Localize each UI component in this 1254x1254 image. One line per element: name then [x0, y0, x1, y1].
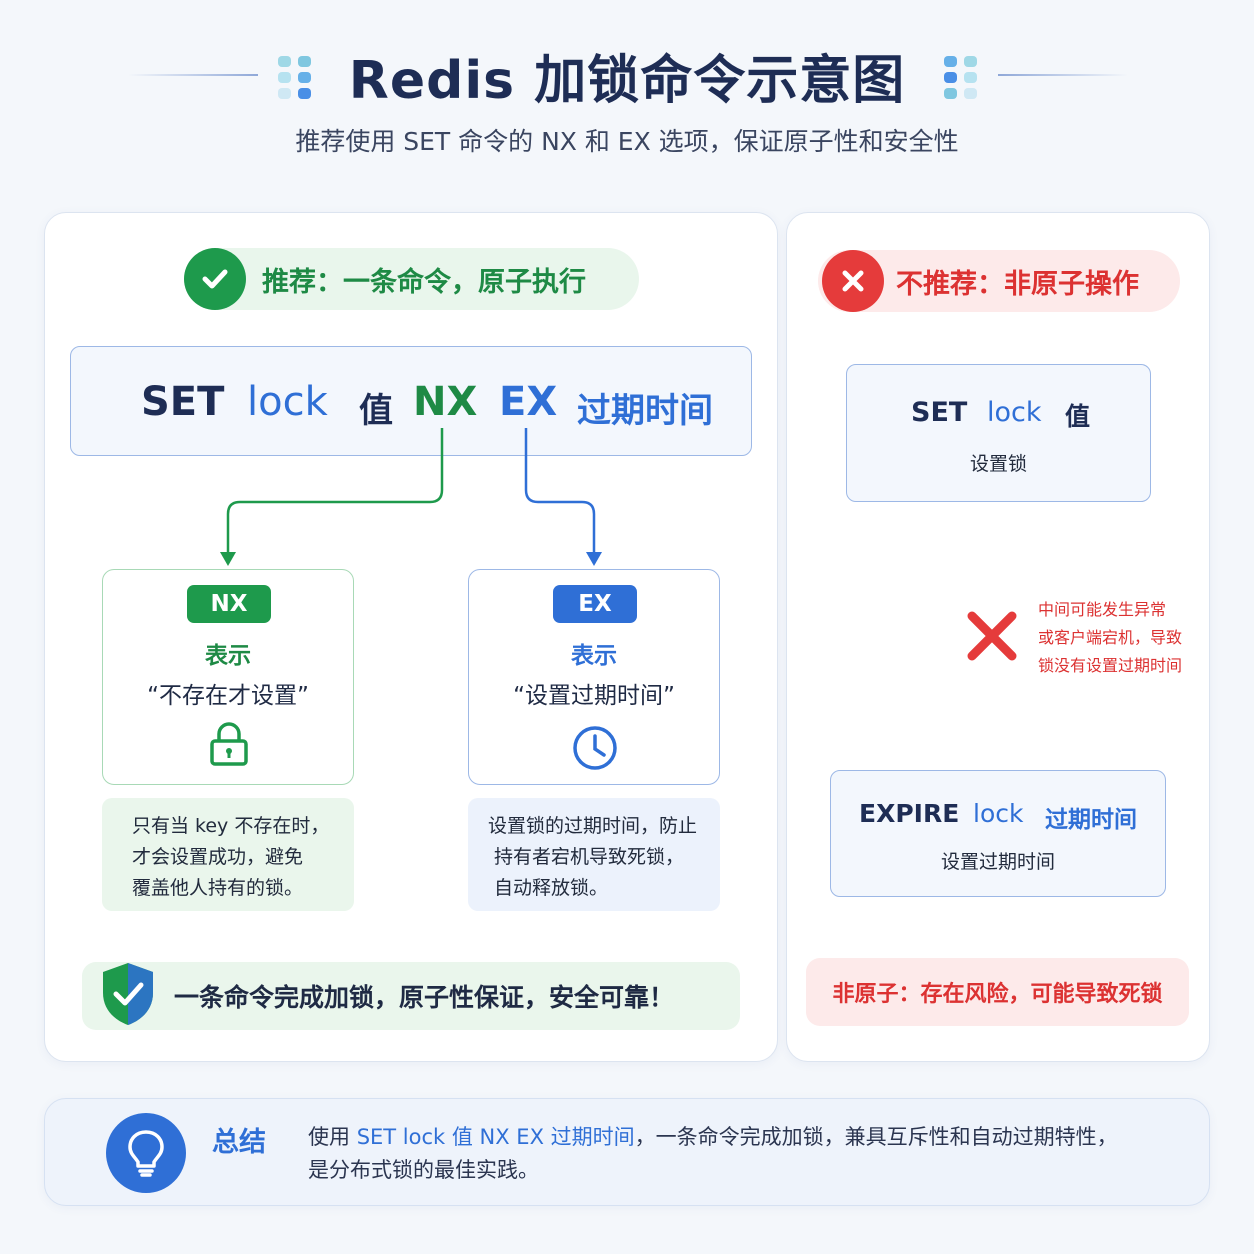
step1-value: 值 [1065, 402, 1091, 431]
recommended-badge-label: 推荐：一条命令，原子执行 [262, 266, 586, 298]
recommended-badge: 推荐：一条命令，原子执行 [184, 248, 639, 310]
ex-tag: EX [553, 585, 637, 623]
step2-keyword-expire: EXPIRE [859, 799, 960, 828]
title-decoration-line-left [128, 74, 258, 76]
ex-card: EX 表示 “设置过期时间” [468, 569, 720, 785]
atomic-command-box: SET lock 值 NX EX 过期时间 [70, 346, 752, 456]
command-option-ex: EX [499, 379, 558, 425]
step1-label: 设置锁 [969, 453, 1027, 475]
page-subtitle: 推荐使用 SET 命令的 NX 和 EX 选项，保证原子性和安全性 [295, 127, 959, 156]
command-option-nx: NX [413, 379, 478, 425]
summary-highlight-command: SET lock 值 NX EX 过期时间 [356, 1125, 635, 1149]
step1-key-lock: lock [987, 397, 1042, 428]
lock-icon [209, 722, 249, 770]
ex-note-line-3: 自动释放锁。 [494, 877, 609, 899]
step1-keyword-set: SET [911, 397, 968, 428]
lightbulb-icon [106, 1113, 186, 1193]
check-circle-icon [184, 248, 246, 310]
nx-arrowhead [220, 552, 236, 566]
command-value: 值 [359, 391, 393, 431]
ex-note: 设置锁的过期时间，防止 持有者宕机导致死锁， 自动释放锁。 [468, 798, 720, 911]
set-command-box: SET lock 值 设置锁 [846, 364, 1151, 502]
ex-note-line-1: 设置锁的过期时间，防止 [488, 815, 698, 837]
summary-line-1: 使用 SET lock 值 NX EX 过期时间，一条命令完成加锁，兼具互斥性和… [308, 1121, 1188, 1154]
nx-note-line-3: 覆盖他人持有的锁。 [132, 877, 304, 899]
step2-label: 设置过期时间 [940, 851, 1055, 873]
not-recommended-footer-text: 非原子：存在风险，可能导致死锁 [832, 982, 1163, 1007]
summary-prefix: 使用 [308, 1125, 357, 1149]
warning-line-1: 中间可能发生异常 [1038, 600, 1167, 619]
nx-note-line-1: 只有当 key 不存在时， [132, 815, 330, 837]
summary-title: 总结 [212, 1127, 266, 1158]
summary-text: 使用 SET lock 值 NX EX 过期时间，一条命令完成加锁，兼具互斥性和… [308, 1121, 1188, 1187]
step2-key-lock: lock [973, 799, 1024, 828]
clock-icon [572, 725, 618, 775]
shield-check-icon [100, 961, 156, 1031]
nx-card: NX 表示 “不存在才设置” [102, 569, 354, 785]
ex-arrowhead [586, 552, 602, 566]
not-recommended-badge: 不推荐：非原子操作 [818, 250, 1180, 312]
x-circle-icon [822, 250, 884, 312]
not-recommended-footer: 非原子：存在风险，可能导致死锁 [806, 958, 1189, 1026]
command-keyword-set: SET [141, 379, 225, 425]
page-title: Redis 加锁命令示意图 [348, 51, 906, 111]
nx-note: 只有当 key 不存在时， 才会设置成功，避免 覆盖他人持有的锁。 [102, 798, 354, 911]
nx-connector-arrow [226, 428, 444, 556]
title-decoration-line-right [998, 74, 1128, 76]
ex-note-line-2: 持有者宕机导致死锁， [494, 846, 685, 868]
ex-meaning-label: 表示 [571, 643, 617, 669]
dots-decoration-right [944, 56, 978, 100]
nx-note-line-2: 才会设置成功，避免 [132, 846, 304, 868]
warning-line-3: 锁没有设置过期时间 [1038, 656, 1183, 675]
not-recommended-badge-label: 不推荐：非原子操作 [896, 268, 1139, 300]
summary-line-2: 是分布式锁的最佳实践。 [308, 1158, 539, 1182]
warning-x-icon [964, 608, 1020, 668]
nx-description: “不存在才设置” [147, 683, 309, 709]
step2-expire-time: 过期时间 [1045, 807, 1137, 833]
ex-connector-arrow [524, 428, 596, 556]
recommended-footer: 一条命令完成加锁，原子性保证，安全可靠！ [82, 962, 740, 1030]
nx-tag: NX [187, 585, 271, 623]
warning-text: 中间可能发生异常 或客户端宕机，导致 锁没有设置过期时间 [1038, 596, 1182, 680]
expire-command-box: EXPIRE lock 过期时间 设置过期时间 [830, 770, 1166, 897]
dots-decoration-left [278, 56, 312, 100]
command-expire-time: 过期时间 [577, 391, 713, 431]
ex-description: “设置过期时间” [513, 683, 675, 709]
summary-suffix: ，一条命令完成加锁，兼具互斥性和自动过期特性， [634, 1125, 1118, 1149]
recommended-footer-text: 一条命令完成加锁，原子性保证，安全可靠！ [174, 983, 675, 1012]
warning-line-2: 或客户端宕机，导致 [1038, 628, 1183, 647]
summary-panel [44, 1098, 1210, 1206]
nx-meaning-label: 表示 [205, 643, 251, 669]
command-key-lock: lock [247, 379, 328, 425]
